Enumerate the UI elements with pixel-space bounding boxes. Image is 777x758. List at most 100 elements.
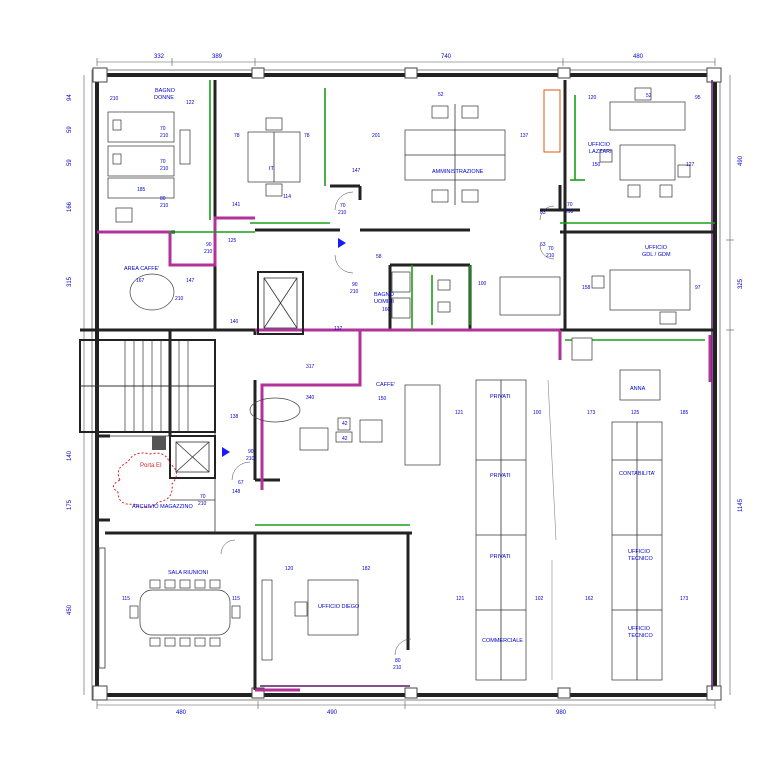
svg-text:100: 100	[478, 281, 487, 287]
dim-right-1: 490	[738, 155, 744, 166]
room-archivio-magazzino: ARCHIVIO MAGAZZINO	[132, 504, 194, 510]
room-labels: BAGNO DONNE IT AMMINISTRAZIONE UFFICIO L…	[124, 88, 671, 644]
dim-top-4: 480	[633, 54, 644, 60]
room-privati-2: PRIVATI	[490, 473, 511, 479]
svg-text:148: 148	[232, 489, 241, 495]
elevator-1	[257, 271, 304, 335]
room-ufficio-gdl: UFFICIO	[645, 245, 668, 251]
svg-text:340: 340	[306, 395, 315, 401]
dim-left-8: 450	[67, 604, 73, 615]
svg-text:147: 147	[352, 168, 361, 174]
svg-text:TECNICO: TECNICO	[628, 556, 653, 562]
gdl-desks	[499, 269, 691, 325]
lazzari-desks	[543, 87, 691, 198]
svg-text:210: 210	[110, 96, 119, 102]
svg-text:121: 121	[456, 596, 465, 602]
svg-text:UOMINI: UOMINI	[374, 299, 394, 305]
dim-left-2: 59	[67, 126, 73, 133]
dim-bottom-2: 490	[327, 710, 338, 716]
svg-text:158: 158	[582, 285, 591, 291]
dim-top-2: 389	[212, 54, 223, 60]
svg-text:58: 58	[376, 254, 382, 260]
ufficio-diego-desks	[261, 579, 359, 661]
dim-left-1: 94	[67, 94, 73, 101]
amministrazione-desks	[404, 104, 506, 205]
svg-text:141: 141	[232, 202, 241, 208]
svg-text:160: 160	[382, 307, 391, 313]
room-ufficio-tecnico-1: UFFICIO	[628, 549, 651, 555]
svg-text:70: 70	[200, 494, 206, 500]
room-contabilita: CONTABILITA'	[619, 471, 655, 477]
svg-text:210: 210	[160, 203, 169, 209]
room-privati-3: PRIVATI	[490, 554, 511, 560]
stairwell	[79, 339, 216, 433]
dim-top-3: 740	[441, 54, 452, 60]
svg-text:127: 127	[686, 162, 695, 168]
room-amministrazione: AMMINISTRAZIONE	[432, 169, 484, 175]
open-office-desks	[475, 337, 663, 681]
svg-text:80: 80	[160, 196, 166, 202]
dimension-lines	[83, 58, 734, 709]
svg-text:173: 173	[587, 410, 596, 416]
room-commerciale: COMMERCIALE	[482, 638, 523, 644]
svg-text:120: 120	[588, 95, 597, 101]
svg-text:210: 210	[393, 665, 402, 671]
room-bagno-donne: BAGNO	[155, 88, 176, 94]
svg-text:210: 210	[204, 249, 213, 255]
svg-text:95: 95	[695, 95, 701, 101]
svg-text:185: 185	[680, 410, 689, 416]
dim-right-3: 1145	[738, 498, 744, 512]
svg-text:63: 63	[540, 210, 546, 216]
svg-text:150: 150	[592, 162, 601, 168]
room-privati-1: PRIVATI	[490, 394, 511, 400]
svg-text:TECNICO: TECNICO	[628, 633, 653, 639]
svg-text:70: 70	[340, 203, 346, 209]
room-area-caffe: AREA CAFFE'	[124, 266, 159, 272]
elevator-2	[169, 435, 216, 479]
svg-text:147: 147	[186, 278, 195, 284]
room-bagno-uomini: BAGNO	[374, 292, 395, 298]
dim-left-6: 140	[67, 450, 73, 461]
svg-text:210: 210	[160, 133, 169, 139]
svg-text:210: 210	[546, 253, 555, 259]
dim-right-2: 325	[738, 278, 744, 289]
svg-text:70: 70	[160, 159, 166, 165]
svg-text:210: 210	[198, 501, 207, 507]
room-porta-ei: Porta EI	[140, 463, 162, 469]
svg-text:52: 52	[438, 92, 444, 98]
svg-text:90: 90	[206, 242, 212, 248]
dim-top-1: 332	[154, 54, 165, 60]
dimension-labels-right: 490 325 1145	[738, 155, 744, 512]
svg-text:167: 167	[136, 278, 145, 284]
svg-text:42: 42	[342, 436, 348, 442]
svg-text:63: 63	[540, 242, 546, 248]
svg-text:122: 122	[186, 100, 195, 106]
dimension-labels-top: 332 389 740 480	[154, 54, 644, 60]
svg-text:210: 210	[160, 166, 169, 172]
room-ufficio-lazzari: UFFICIO	[588, 142, 611, 148]
svg-text:90: 90	[352, 282, 358, 288]
svg-text:80: 80	[395, 658, 401, 664]
partition-walls	[97, 216, 712, 692]
svg-text:137: 137	[520, 133, 529, 139]
svg-text:210: 210	[246, 456, 255, 462]
dimension-labels-left: 94 59 59 166 315 140 175 450	[67, 94, 73, 615]
svg-text:90: 90	[248, 449, 254, 455]
svg-text:70: 70	[567, 202, 573, 208]
svg-text:115: 115	[122, 596, 130, 602]
svg-text:138: 138	[230, 414, 239, 420]
svg-text:210: 210	[565, 209, 574, 215]
svg-text:114: 114	[283, 194, 291, 200]
svg-text:97: 97	[695, 285, 701, 291]
room-it: IT	[269, 166, 275, 172]
svg-text:210: 210	[338, 210, 347, 216]
porta-ei-marker	[113, 452, 177, 508]
door-swings	[220, 191, 555, 656]
svg-text:210: 210	[350, 289, 359, 295]
svg-text:42: 42	[342, 421, 348, 427]
svg-text:52: 52	[646, 93, 652, 99]
room-caffe: CAFFE'	[376, 382, 395, 388]
room-anna: ANNA	[630, 386, 646, 392]
svg-text:125: 125	[228, 238, 237, 244]
